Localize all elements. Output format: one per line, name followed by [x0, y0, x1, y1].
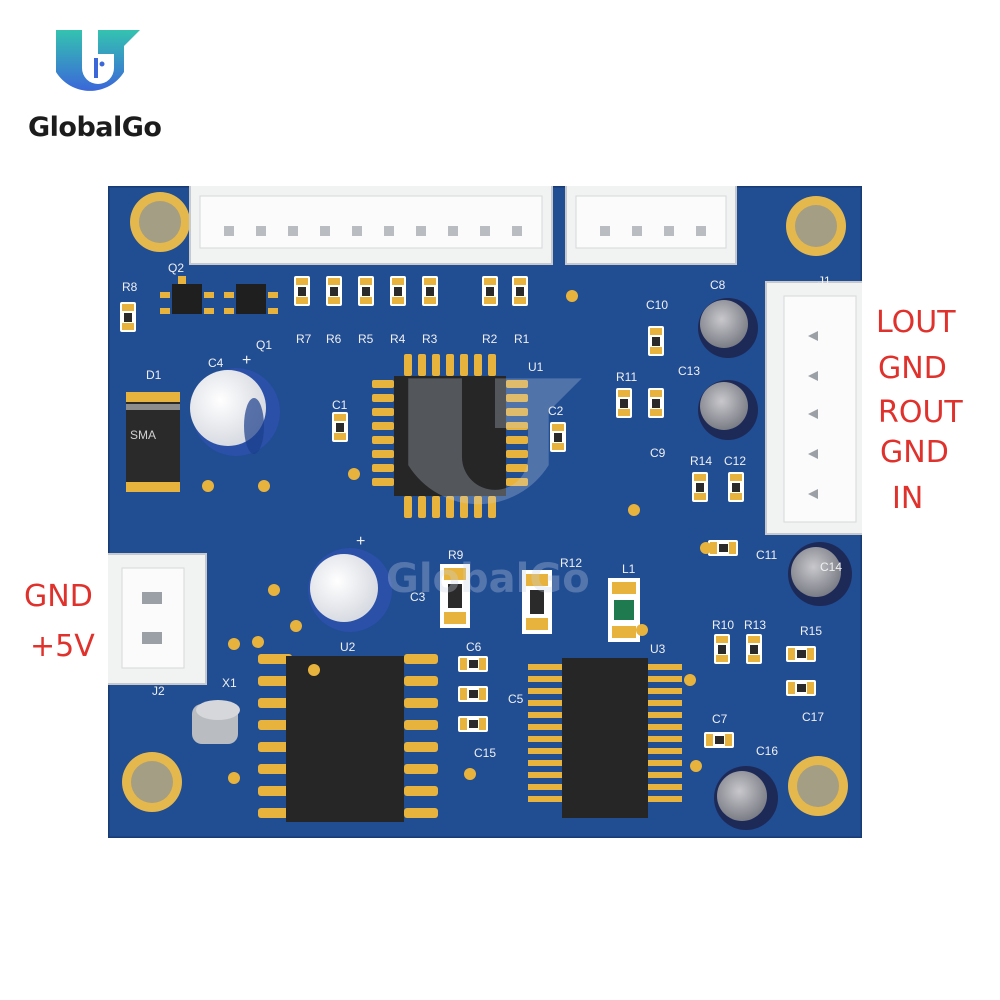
- brand-name: GlobalGo: [28, 112, 162, 143]
- pin-label-in: IN: [892, 481, 924, 516]
- pcb-board: [108, 186, 862, 838]
- globalgo-logo-icon: [56, 30, 140, 91]
- watermark-text: GlobalGo: [386, 556, 590, 602]
- watermark-logo-icon: [408, 378, 582, 505]
- pin-label-gnd-left: GND: [24, 579, 93, 614]
- pin-label-rout: ROUT: [878, 395, 963, 430]
- pin-label-gnd-1: GND: [878, 351, 947, 386]
- pin-label-lout: LOUT: [876, 305, 956, 340]
- pin-label-5v: +5V: [30, 629, 95, 664]
- pin-label-gnd-2: GND: [880, 435, 949, 470]
